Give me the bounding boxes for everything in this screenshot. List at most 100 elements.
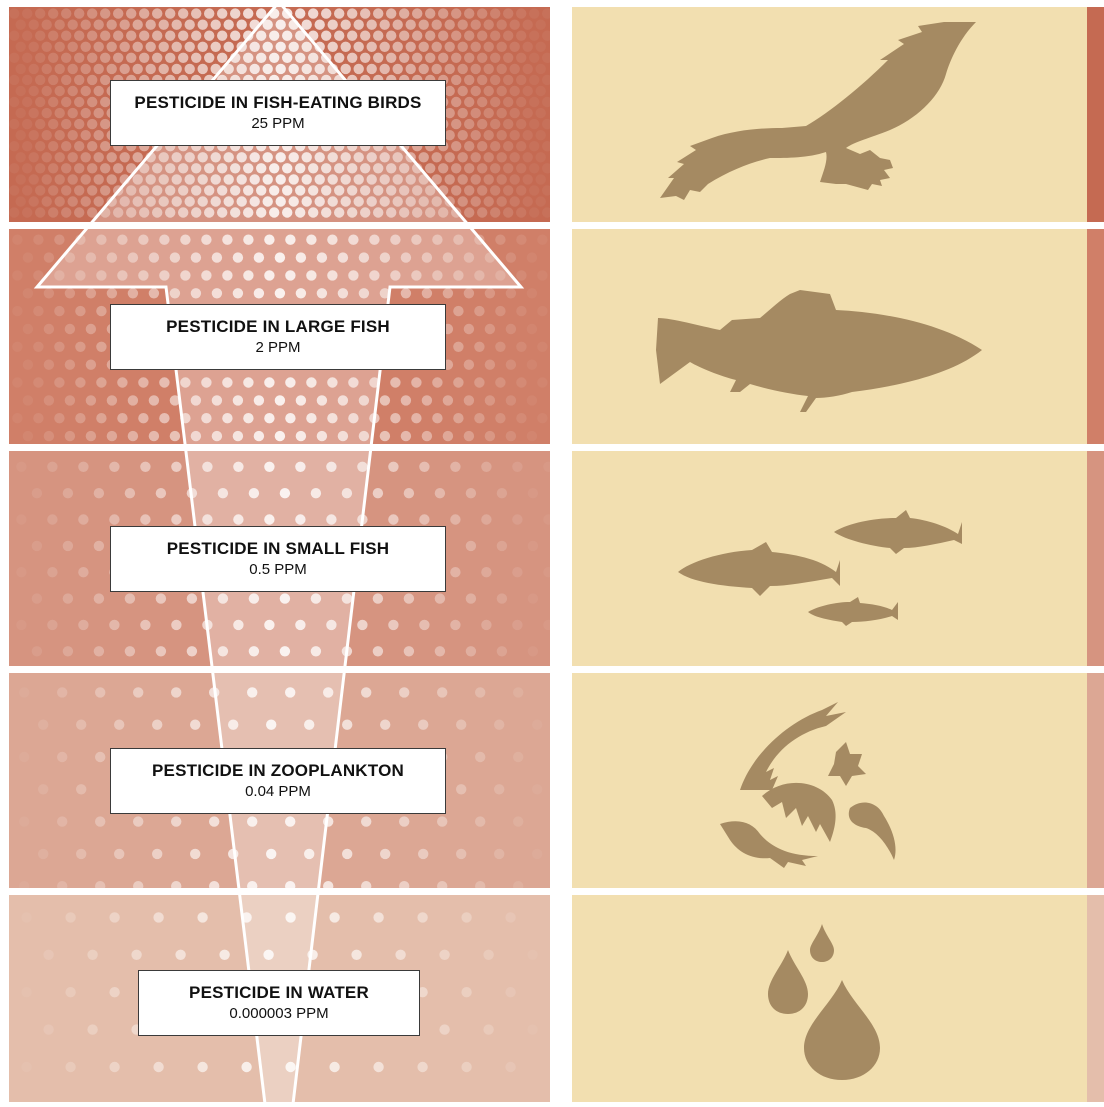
pattern-dot [477, 185, 487, 195]
pattern-dot [435, 593, 445, 603]
pattern-dot [87, 1024, 97, 1034]
pattern-dot [373, 31, 383, 41]
pattern-dot [477, 53, 487, 63]
pattern-dot [12, 235, 22, 245]
pattern-dot [138, 413, 148, 423]
pattern-dot [94, 152, 104, 162]
pattern-dot [505, 987, 515, 997]
pattern-dot [23, 252, 33, 262]
pattern-dot [107, 431, 117, 441]
level-title: PESTICIDE IN SMALL FISH [167, 538, 389, 560]
pattern-dot [419, 462, 429, 472]
pattern-dot [461, 987, 471, 997]
pattern-dot [390, 377, 400, 387]
pattern-dot [485, 431, 495, 441]
pattern-dot [471, 174, 481, 184]
pattern-dot [328, 42, 338, 52]
pattern-dot [510, 174, 520, 184]
pattern-dot [100, 8, 110, 18]
pattern-dot [146, 20, 156, 30]
pattern-dot [471, 196, 481, 206]
pattern-dot [65, 360, 75, 370]
pattern-dot [477, 207, 487, 217]
pattern-dot [165, 53, 175, 63]
pattern-dot [453, 377, 463, 387]
pattern-dot [63, 593, 73, 603]
pattern-dot [412, 8, 422, 18]
pattern-dot [114, 720, 124, 730]
pattern-dot [475, 752, 485, 762]
pattern-dot [443, 431, 453, 441]
pattern-dot [35, 31, 45, 41]
pattern-dot [9, 53, 19, 63]
pattern-dot [464, 75, 474, 85]
pattern-dot [61, 97, 71, 107]
pattern-dot [94, 593, 104, 603]
pattern-dot [171, 462, 181, 472]
pattern-dot [497, 541, 507, 551]
pattern-dot [490, 163, 500, 173]
pattern-dot [81, 152, 91, 162]
pattern-dot [497, 593, 507, 603]
pattern-dot [477, 31, 487, 41]
pattern-dot [74, 207, 84, 217]
pattern-dot [380, 849, 390, 859]
pattern-dot [542, 31, 552, 41]
pattern-dot [334, 31, 344, 41]
pattern-dot [172, 64, 182, 74]
pattern-dot [87, 8, 97, 18]
pattern-dot [128, 288, 138, 298]
pattern-dot [61, 185, 71, 195]
pattern-dot [22, 185, 32, 195]
pattern-dot [55, 152, 65, 162]
pattern-dot [529, 8, 539, 18]
pattern-dot [527, 288, 537, 298]
pattern-dot [401, 395, 411, 405]
pattern-dot [477, 75, 487, 85]
pattern-dot [61, 207, 71, 217]
pattern-dot [506, 360, 516, 370]
pattern-dot [12, 342, 22, 352]
pattern-dot [191, 31, 201, 41]
pattern-dot [497, 174, 507, 184]
pattern-dot [29, 20, 39, 30]
pattern-dot [543, 462, 553, 472]
pattern-dot [197, 1062, 207, 1072]
pattern-dot [55, 86, 65, 96]
pattern-dot [217, 53, 227, 63]
pattern-dot [536, 130, 546, 140]
pattern-dot [159, 413, 169, 423]
pattern-dot [38, 849, 48, 859]
pattern-dot [537, 235, 547, 245]
pattern-dot [485, 288, 495, 298]
pattern-dot [419, 620, 429, 630]
pattern-dot [527, 431, 537, 441]
pattern-dot [94, 86, 104, 96]
pattern-dot [542, 207, 552, 217]
pattern-dot [443, 395, 453, 405]
pattern-dot [380, 395, 390, 405]
pattern-dot [9, 185, 19, 195]
label-birds: PESTICIDE IN FISH-EATING BIRDS 25 PPM [110, 80, 446, 146]
pattern-dot [464, 8, 474, 18]
pattern-dot [81, 42, 91, 52]
pattern-dot [329, 1062, 339, 1072]
pattern-dot [204, 8, 214, 18]
pattern-dot [109, 1062, 119, 1072]
pattern-dot [510, 42, 520, 52]
pattern-dot [490, 53, 500, 63]
pattern-dot [437, 687, 447, 697]
pattern-dot [510, 86, 520, 96]
pattern-dot [100, 97, 110, 107]
pattern-dot [445, 20, 455, 30]
pattern-dot [107, 395, 117, 405]
pattern-dot [484, 130, 494, 140]
pattern-dot [146, 42, 156, 52]
pattern-dot [224, 20, 234, 30]
pattern-dot [32, 646, 42, 656]
pattern-dot [32, 541, 42, 551]
pattern-dot [445, 130, 455, 140]
pattern-dot [44, 360, 54, 370]
pattern-dot [523, 152, 533, 162]
pattern-dot [68, 152, 78, 162]
